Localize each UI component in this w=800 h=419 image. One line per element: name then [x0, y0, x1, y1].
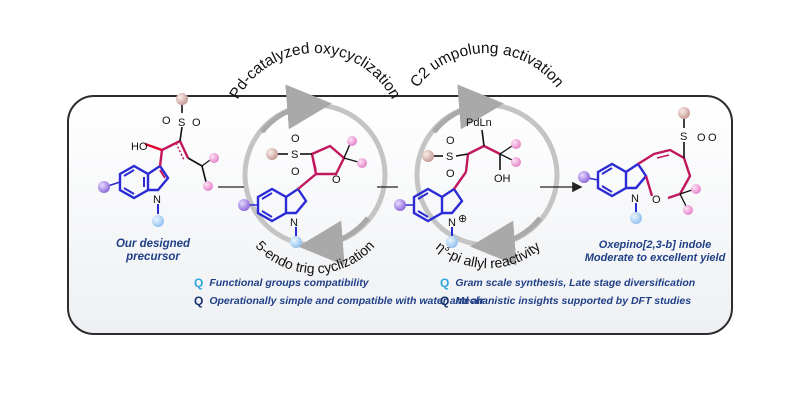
pd-plus-charge: ⊕ — [458, 213, 467, 225]
furan-o-atom-2: O — [291, 166, 300, 178]
feature-text-2: Gram scale synthesis, Late stage diversi… — [455, 277, 696, 289]
pd-s-atom: S — [446, 151, 453, 163]
furan-o-atom: O — [332, 174, 341, 186]
precursor-label-line-2: precursor — [126, 251, 180, 263]
pd-o-atom-1: O — [446, 135, 455, 147]
precursor-label-line-1: Our designed — [115, 238, 191, 250]
precursor-ho-label: HO — [131, 141, 148, 153]
search-icon: Q — [194, 276, 204, 290]
precursor-label: Our designed precursor — [98, 238, 208, 264]
precursor-s-atom: S — [178, 117, 185, 129]
feature-water-air: Q Operationally simple and compatible wi… — [194, 294, 484, 308]
step2-top-label: C2 umpolung activation — [407, 40, 567, 91]
product-label-line-1: Oxepino[2,3-b] indole — [598, 239, 712, 251]
furan-n-atom: N — [290, 217, 298, 229]
furan-o-atom-1: O — [291, 133, 300, 145]
feature-dft: Q Mechanistic insights supported by DFT … — [440, 294, 691, 308]
pd-n-atom: N — [448, 217, 456, 229]
product-label-line-2: Moderate to excellent yield — [584, 252, 726, 264]
furan-s-atom: S — [291, 149, 298, 161]
outer-panel — [67, 95, 733, 335]
product-s-atom: S — [680, 131, 687, 143]
furan-intermediate: N O S O O — [238, 133, 367, 248]
product-label: Oxepino[2,3-b] indole Moderate to excell… — [580, 239, 730, 265]
pd-intermediate: N ⊕ PdLn OH S O O — [394, 117, 521, 248]
precursor-o-atom-1: O — [162, 115, 171, 127]
feature-text-1: Functional groups compatibility — [209, 277, 369, 289]
pd-o-atom-2: O — [446, 168, 455, 180]
feature-text-4: Mechanistic insights supported by DFT st… — [455, 295, 692, 307]
product-n-atom: N — [631, 193, 639, 205]
feature-functional-groups: Q Functional groups compatibility — [194, 276, 369, 290]
product-o-atom-2: O — [708, 132, 717, 144]
product-o-atom-1: O — [697, 132, 706, 144]
step1-top-label: Pd-catalyzed oxycyclization — [226, 40, 403, 102]
search-icon: Q — [440, 294, 450, 308]
search-icon: Q — [194, 294, 204, 308]
product-o-atom: O — [652, 194, 661, 206]
pd-ligand-label: PdLn — [466, 117, 492, 129]
precursor-n-atom: N — [153, 194, 161, 206]
pd-oh-label: OH — [494, 173, 511, 185]
svg-text:C2 umpolung activation: C2 umpolung activation — [407, 40, 567, 91]
search-icon: Q — [440, 276, 450, 290]
precursor-molecule: N HO S O O — [98, 93, 219, 227]
feature-text-3: Operationally simple and compatible with… — [209, 295, 485, 307]
product-molecule: N O S O O — [578, 107, 717, 224]
feature-gram-scale: Q Gram scale synthesis, Late stage diver… — [440, 276, 695, 290]
svg-text:Pd-catalyzed oxycyclization: Pd-catalyzed oxycyclization — [226, 40, 403, 102]
precursor-o-atom-2: O — [192, 117, 201, 129]
